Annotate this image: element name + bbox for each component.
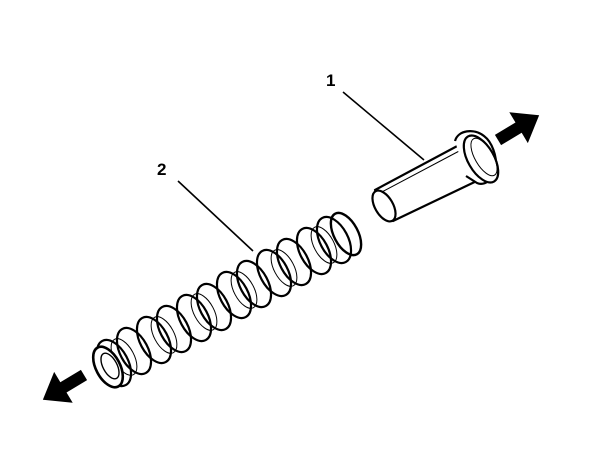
spring-part [91, 211, 363, 389]
leader-line-2 [177, 180, 254, 252]
arrow-down-left-icon [42, 369, 88, 403]
arrow-up-right-icon [494, 112, 540, 146]
pin-part [371, 130, 500, 223]
leader-line-1 [342, 91, 425, 161]
callout-label-1: 1 [326, 71, 335, 90]
callout-label-2: 2 [157, 160, 166, 179]
leader-lines [177, 91, 425, 252]
